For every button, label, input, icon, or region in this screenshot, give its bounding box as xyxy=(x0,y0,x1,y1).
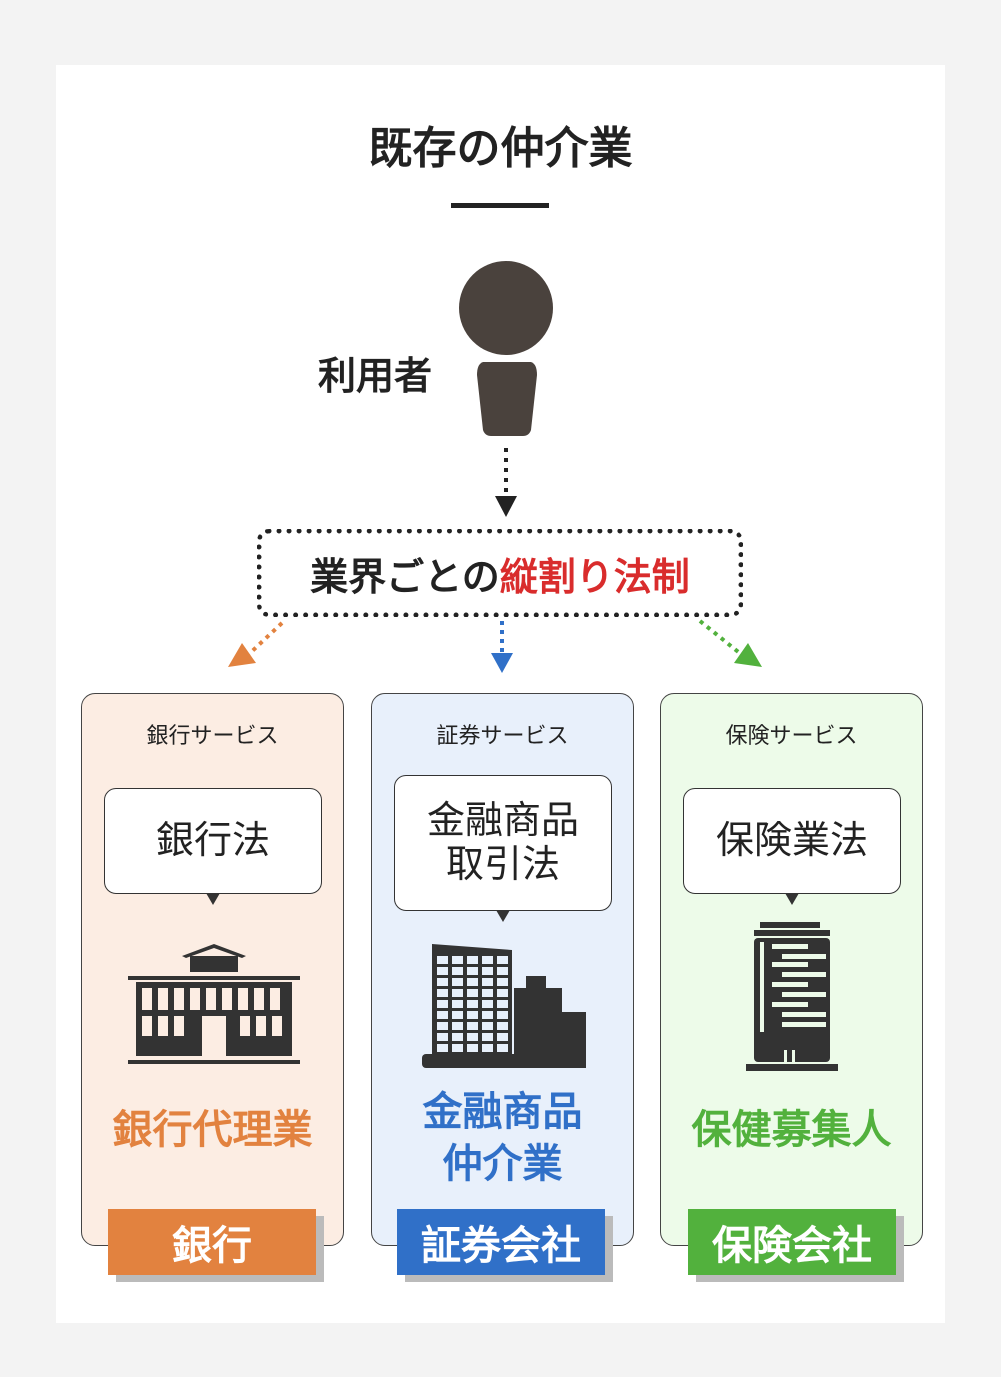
service-label: 銀行サービス xyxy=(146,724,279,749)
law-bubble: 金融商品取引法 xyxy=(394,775,612,922)
law-bubble: 保険業法 xyxy=(683,788,901,905)
service-label: 保険サービス xyxy=(725,724,858,749)
service-label: 証券サービス xyxy=(436,724,569,749)
diagram-title: 既存の仲介業 xyxy=(368,123,633,174)
company-securities: 証券会社 xyxy=(397,1209,605,1275)
role-label: 銀行代理業 xyxy=(112,1107,313,1153)
title-divider xyxy=(451,203,549,208)
panel-bank: 銀行サービス 銀行法 銀行代理業 xyxy=(81,693,344,1246)
role-label: 保健募集人 xyxy=(691,1107,892,1153)
panel-insurance: 保険サービス 保険業法 保健募集人 xyxy=(660,693,923,1246)
law-bubble: 銀行法 xyxy=(104,788,322,905)
law-line: 金融商品 xyxy=(426,798,579,843)
tower-building-icon xyxy=(746,922,838,1071)
user-label: 利用者 xyxy=(318,354,433,398)
bank-building-icon xyxy=(128,944,300,1064)
company-insurance: 保険会社 xyxy=(688,1209,896,1275)
regulation-highlight: 縦割り法制 xyxy=(499,554,690,599)
regulation-prefix: 業界ごとの xyxy=(310,554,500,599)
panel-securities: 証券サービス 金融商品取引法 金融商品仲介業 xyxy=(371,693,634,1246)
regulation-box: 業界ごとの縦割り法制 xyxy=(257,529,743,617)
role-line: 金融商品 xyxy=(422,1089,583,1135)
office-buildings-icon xyxy=(422,944,586,1068)
user-icon xyxy=(459,261,553,517)
law-line: 取引法 xyxy=(445,842,560,886)
role-label: 金融商品仲介業 xyxy=(372,1086,633,1190)
branch-arrows xyxy=(228,619,762,673)
role-line: 仲介業 xyxy=(442,1141,563,1187)
company-bank: 銀行 xyxy=(108,1209,316,1275)
